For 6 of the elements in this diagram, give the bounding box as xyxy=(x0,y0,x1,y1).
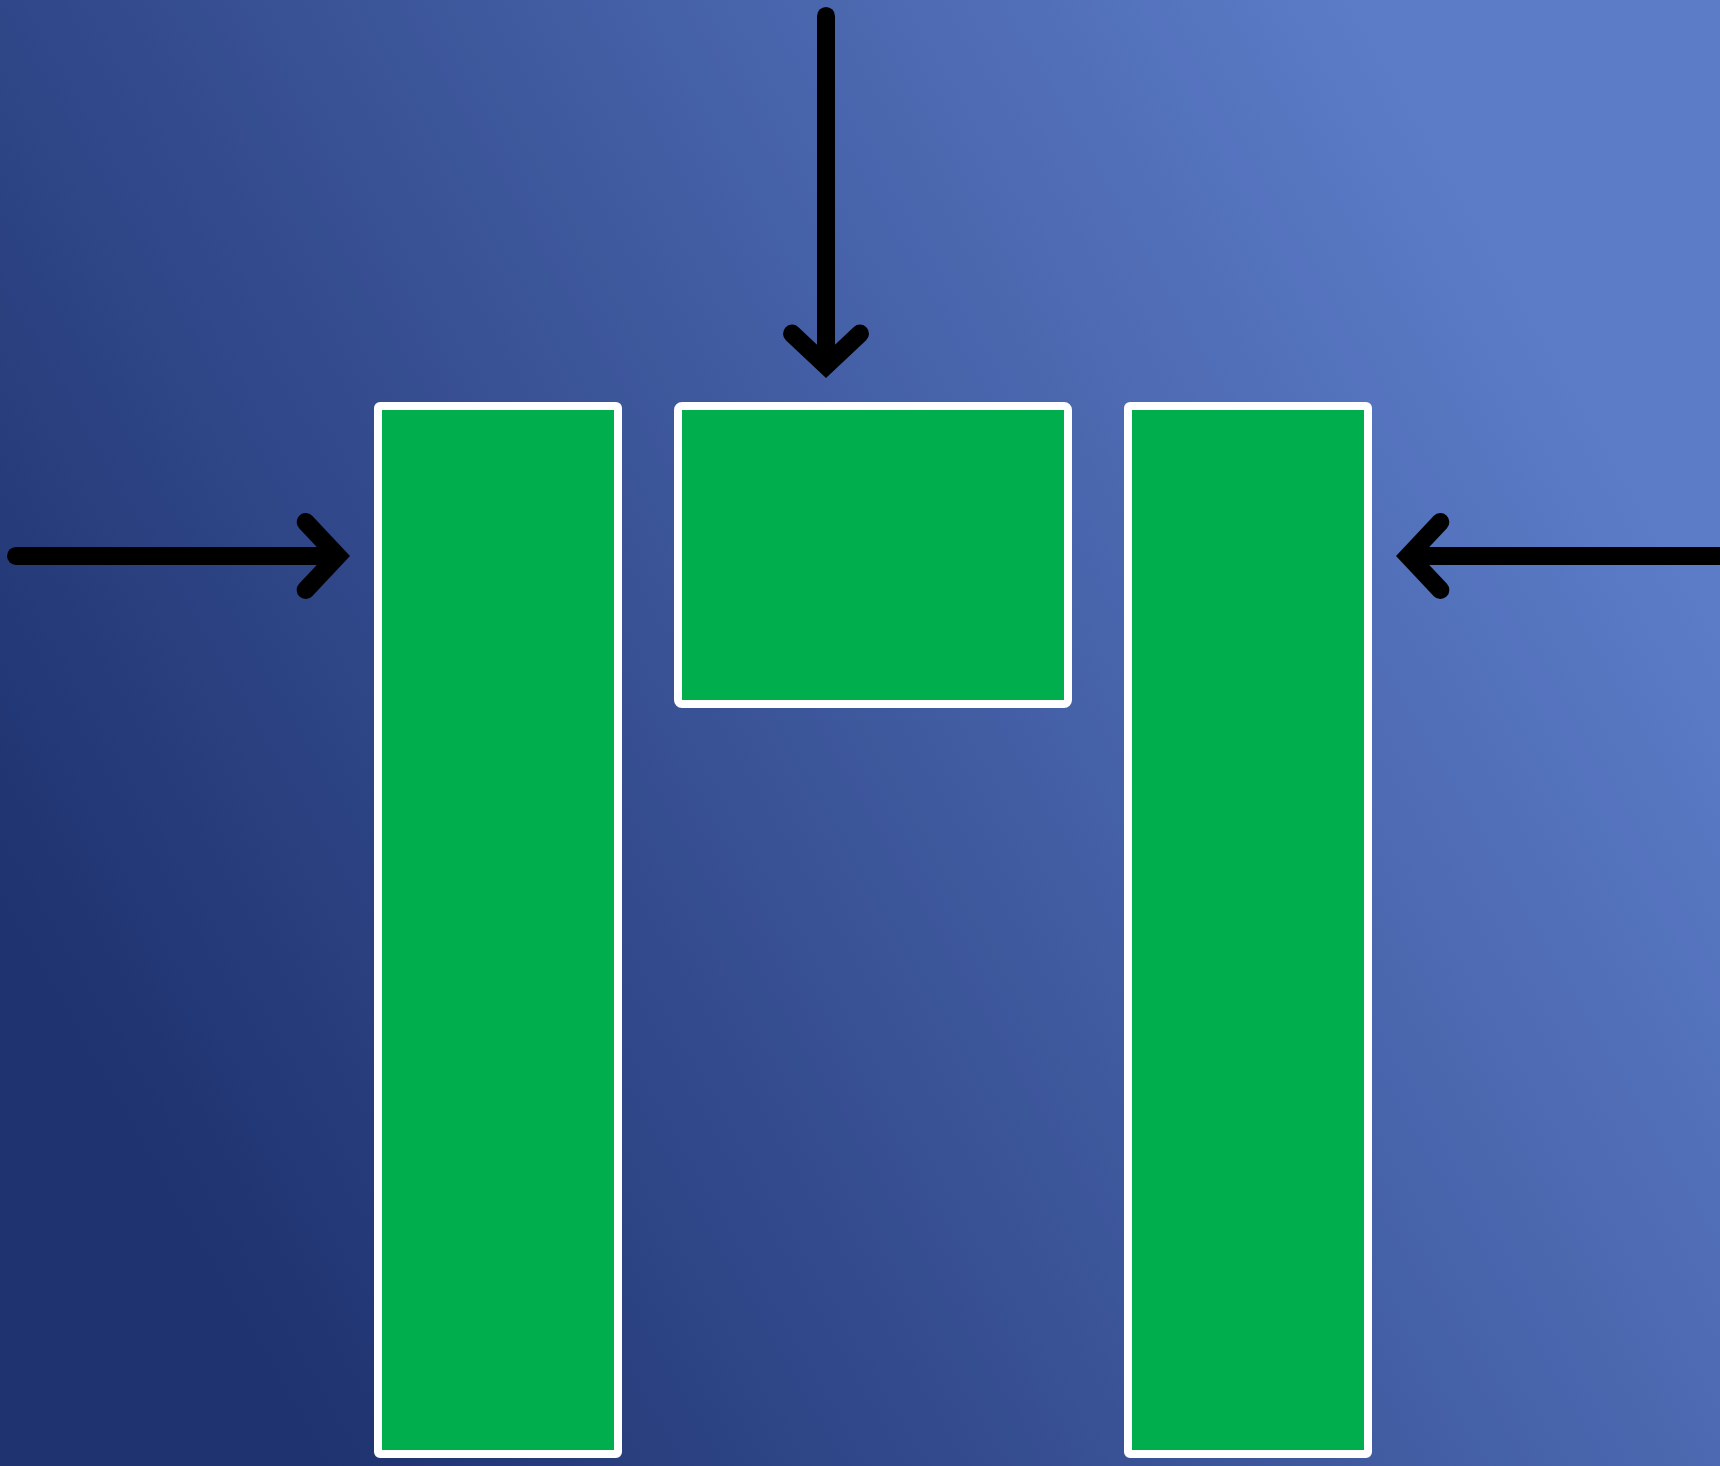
block xyxy=(674,402,1072,708)
arrow xyxy=(1396,512,1720,599)
bar xyxy=(374,402,622,1458)
bar xyxy=(1124,402,1372,1458)
arrow xyxy=(783,7,869,378)
arrow xyxy=(7,512,350,599)
